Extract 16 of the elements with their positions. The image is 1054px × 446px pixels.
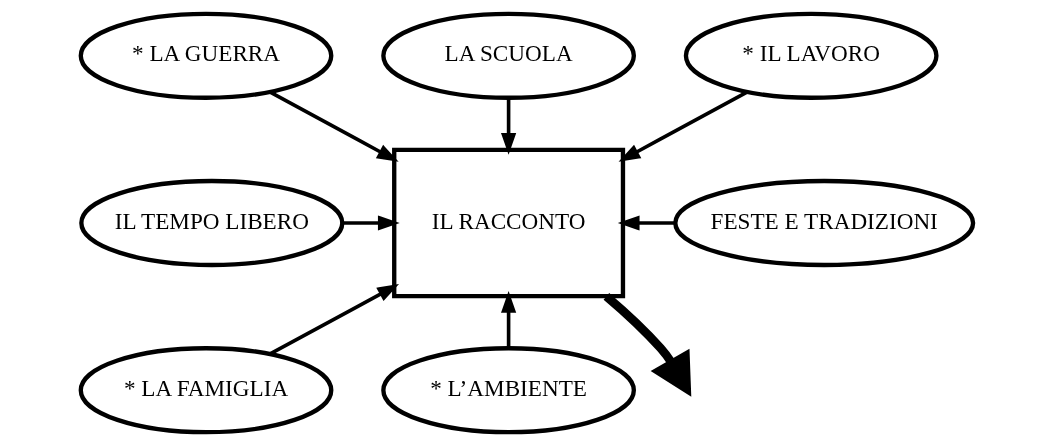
- node-ellipse: * LA FAMIGLIA: [78, 346, 334, 435]
- arrow: [269, 90, 399, 162]
- node-box: IL RACCONTO: [392, 147, 626, 299]
- node-ellipse: * LA GUERRA: [78, 11, 334, 100]
- arrow: [617, 215, 676, 231]
- arrow: [342, 215, 400, 231]
- arrow: [269, 283, 400, 356]
- arrow: [500, 97, 517, 155]
- node-ellipse: * IL LAVORO: [683, 11, 939, 100]
- arrow: [618, 90, 748, 162]
- node-ellipse: FESTE E TRADIZIONI: [673, 178, 976, 268]
- node-ellipse: * L’AMBIENTE: [381, 346, 636, 435]
- arrow: [603, 293, 692, 397]
- node-ellipse: LA SCUOLA: [381, 11, 636, 100]
- arrow: [500, 291, 517, 348]
- node-ellipse: IL TEMPO LIBERO: [79, 178, 345, 268]
